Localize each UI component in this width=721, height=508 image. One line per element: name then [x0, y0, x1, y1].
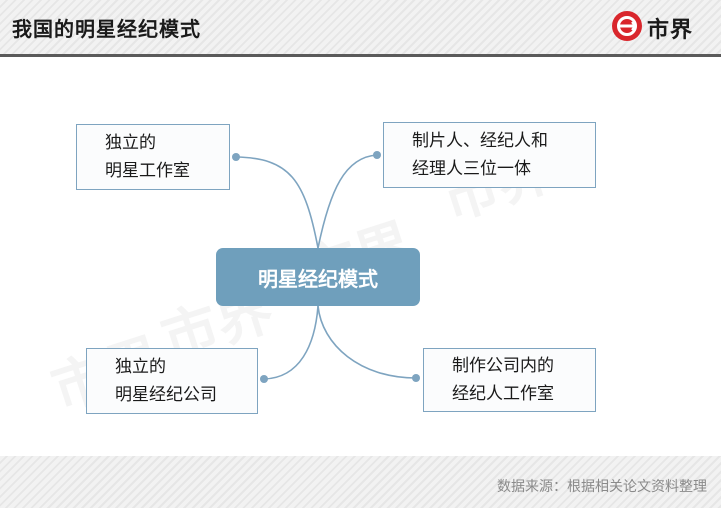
center-node: 明星经纪模式: [216, 248, 420, 306]
node-line: 明星经纪公司: [115, 385, 217, 405]
node-independent-studio: 独立的 明星工作室: [76, 124, 230, 190]
link-dot: [412, 374, 420, 382]
node-line: 经理人三位一体: [412, 159, 531, 179]
link-dot: [373, 151, 381, 159]
header-bar: 我国的明星经纪模式 市界: [0, 0, 721, 54]
link-studio: [235, 156, 319, 249]
link-trinity: [317, 154, 378, 249]
link-production: [317, 305, 417, 379]
link-agency: [263, 305, 319, 380]
node-independent-agency: 独立的 明星经纪公司: [86, 348, 258, 414]
logo-text: 市界: [647, 18, 694, 43]
node-line: 制片人、经纪人和: [412, 131, 548, 151]
brand-logo: 市界: [611, 10, 711, 43]
link-dot: [232, 153, 240, 161]
page-title: 我国的明星经纪模式: [12, 17, 201, 41]
node-trinity: 制片人、经纪人和 经理人三位一体: [383, 122, 596, 188]
source-note: 数据来源：根据相关论文资料整理: [497, 479, 707, 495]
link-dot: [260, 375, 268, 383]
node-line: 独立的: [115, 357, 166, 377]
node-line: 独立的: [105, 133, 156, 153]
node-line: 制作公司内的: [452, 356, 554, 376]
footer-bar: 数据来源：根据相关论文资料整理: [0, 456, 721, 508]
node-line: 经纪人工作室: [452, 384, 554, 404]
node-production-studio: 制作公司内的 经纪人工作室: [423, 348, 596, 412]
logo-mark-icon: [612, 11, 642, 41]
header-divider: [0, 54, 721, 57]
node-line: 明星工作室: [105, 161, 190, 181]
